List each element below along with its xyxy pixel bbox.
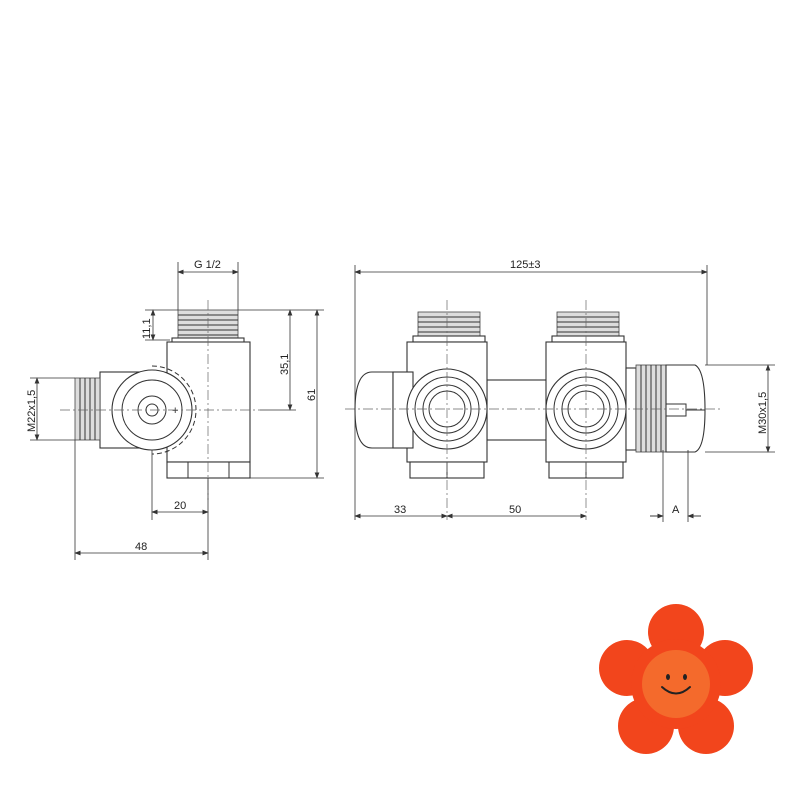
smiley-flower-logo [599, 604, 753, 754]
side-view-dimensions: G 1/2 11,1 35,1 61 M22x1,5 20 48 [26, 259, 324, 560]
front-view [345, 300, 720, 520]
side-view: + [60, 300, 260, 500]
plus-symbol: + [172, 405, 178, 417]
bottom-fittings [166, 461, 251, 479]
dim-11-1: 11,1 [141, 318, 153, 339]
dim-125: 125±3 [510, 259, 541, 271]
dim-m30: M30x1,5 [757, 392, 769, 434]
dim-g12: G 1/2 [194, 259, 221, 271]
dim-20: 20 [174, 500, 186, 512]
dim-a: A [672, 504, 680, 516]
side-thread [74, 377, 101, 441]
left-cap [354, 371, 394, 449]
dim-50: 50 [509, 504, 521, 516]
dim-35-1: 35,1 [279, 354, 291, 375]
valve-right [545, 311, 637, 479]
valve-left [392, 311, 488, 479]
front-view-dimensions: 125±3 33 50 A M30x1,5 [354, 259, 775, 522]
dim-33: 33 [394, 504, 406, 516]
dim-61: 61 [306, 389, 318, 401]
connecting-tube [486, 379, 549, 441]
dim-m22: M22x1,5 [26, 390, 38, 432]
dim-48: 48 [135, 541, 147, 553]
right-nut [635, 364, 706, 453]
